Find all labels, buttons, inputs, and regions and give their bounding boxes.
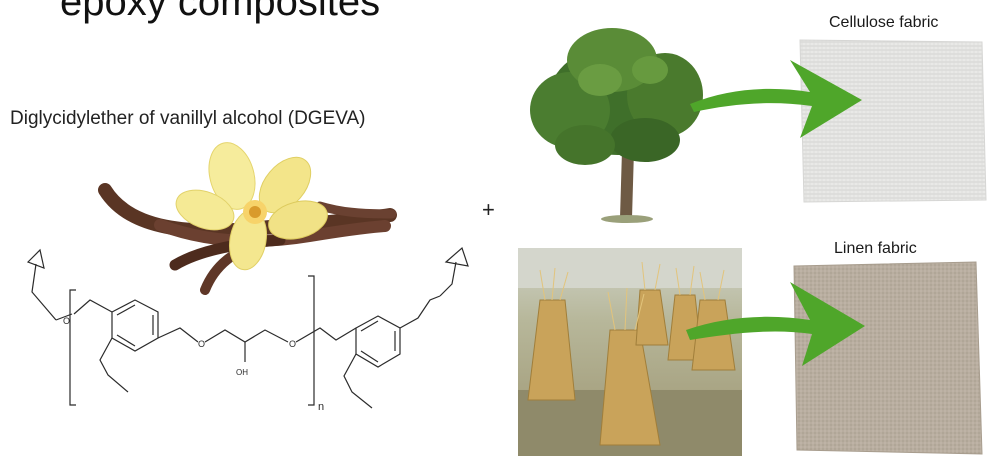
repeat-n-label: n <box>318 401 324 413</box>
flax-sheaves-icon <box>518 248 742 456</box>
svg-text:O: O <box>63 316 70 326</box>
svg-text:O: O <box>289 339 296 349</box>
arrow-icon <box>686 282 865 366</box>
linen-fabric-image <box>793 261 983 455</box>
oh-label: OH <box>236 368 248 377</box>
linen-fabric-label: Linen fabric <box>834 240 917 257</box>
plus-sign: + <box>482 197 495 222</box>
tree-icon <box>530 28 703 223</box>
cellulose-fabric-image <box>799 39 987 203</box>
vanilla-icon <box>98 142 397 295</box>
cellulose-fabric-label: Cellulose fabric <box>829 14 939 31</box>
dgeva-structure <box>26 246 469 409</box>
svg-text:O: O <box>198 339 205 349</box>
arrow-icon <box>690 60 862 138</box>
page-title: epoxy composites <box>60 0 381 24</box>
dgeva-label: Diglycidylether of vanillyl alcohol (DGE… <box>10 108 366 129</box>
